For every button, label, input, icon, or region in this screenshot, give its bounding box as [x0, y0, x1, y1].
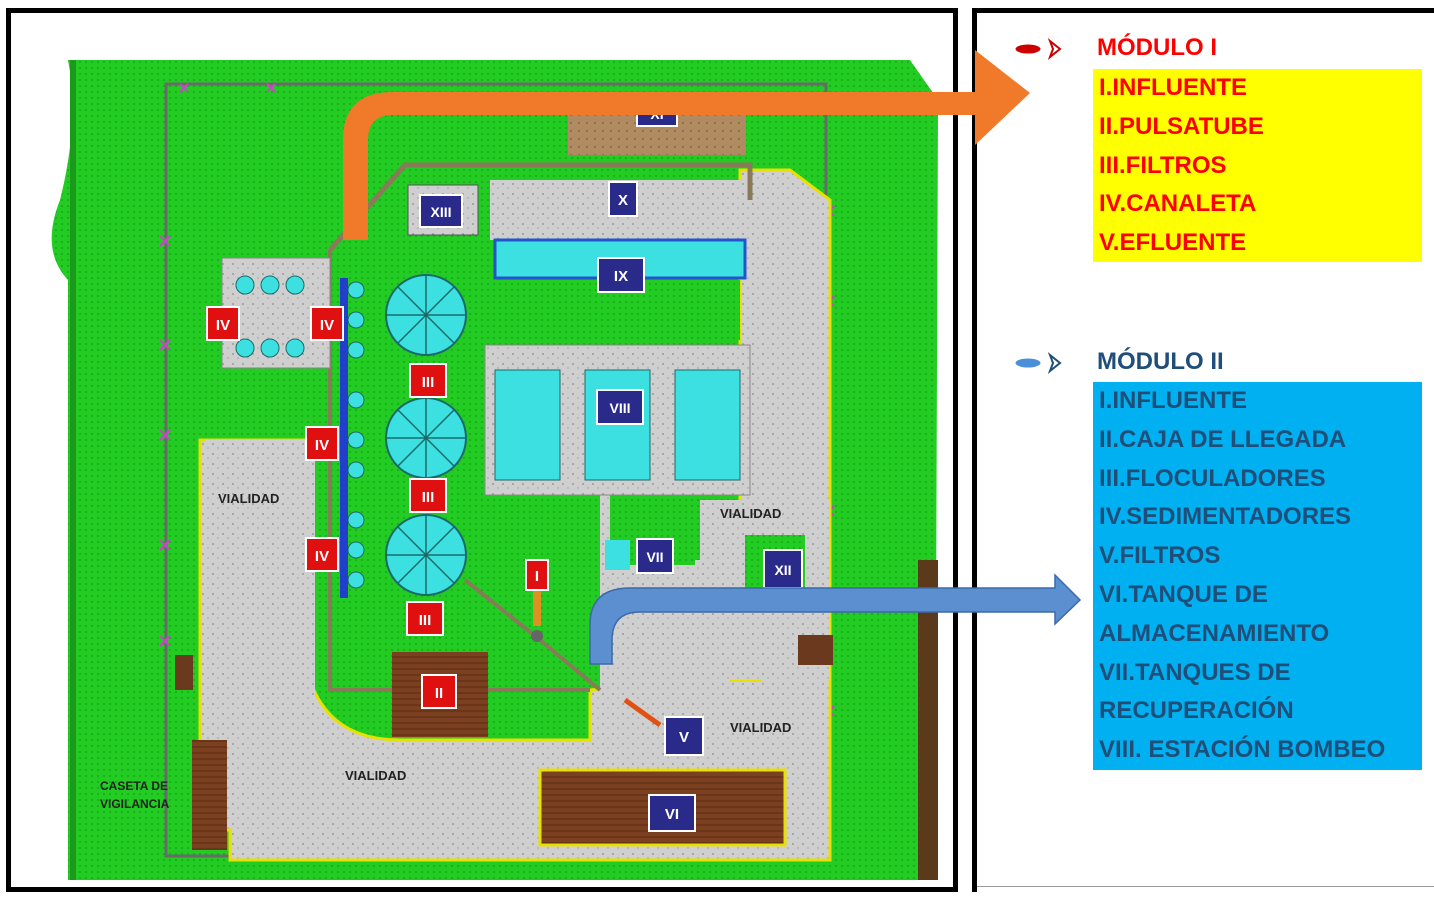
label-vii: VII [636, 538, 674, 574]
label-v: V [664, 716, 704, 756]
label-iv-b: IV [310, 306, 344, 341]
svg-text:III: III [422, 374, 435, 391]
label-iv-d: IV [305, 537, 339, 572]
clarifier-tanks [385, 274, 467, 596]
module-ii-item: VI.TANQUE DE [1099, 580, 1268, 608]
guard-booth-label: CASETA DE VIGILANCIA [100, 779, 170, 811]
label-iv-c: IV [305, 426, 339, 461]
module-i-item: IV.CANALETA [1099, 190, 1257, 218]
svg-text:III: III [419, 612, 432, 629]
module-ii-item: RECUPERACIÓN [1099, 697, 1294, 725]
svg-text:IV: IV [315, 548, 329, 565]
label-i: I [525, 559, 549, 591]
module-ii-list: I.INFLUENTE II.CAJA DE LLEGADA III.FLOCU… [1093, 382, 1422, 770]
module-ii-bullet-icon [1014, 352, 1062, 374]
svg-text:VIII: VIII [609, 400, 630, 416]
module-ii-item: II.CAJA DE LLEGADA [1099, 425, 1347, 453]
label-x: X [608, 181, 638, 217]
label-iii-b: III [409, 478, 447, 513]
module-i-list: I.INFLUENTE II.PULSATUBE III.FILTROS IV.… [1093, 69, 1422, 262]
svg-text:VIALIDAD: VIALIDAD [345, 768, 406, 783]
svg-text:IX: IX [614, 268, 628, 285]
label-viii: VIII [596, 389, 644, 425]
svg-text:VI: VI [665, 806, 679, 823]
svg-text:IV: IV [315, 437, 329, 454]
svg-text:IV: IV [320, 317, 334, 334]
module-ii-arrow [589, 573, 1082, 665]
module-ii-item: III.FLOCULADORES [1099, 464, 1326, 492]
label-ii: II [421, 674, 457, 709]
module-i-arrow [343, 50, 1030, 240]
module-ii-item: V.FILTROS [1099, 542, 1221, 570]
sedimentation-tanks [494, 369, 741, 481]
module-i-item: II.PULSATUBE [1099, 112, 1264, 140]
label-vi: VI [648, 794, 696, 832]
module-i-item: I.INFLUENTE [1099, 74, 1247, 101]
module-i-bullet-icon [1014, 38, 1062, 60]
label-iii-c: III [406, 601, 444, 636]
label-xiii: XIII [419, 194, 463, 228]
svg-text:VII: VII [646, 549, 663, 565]
label-iii-a: III [409, 363, 447, 398]
legend-frame-bottom [977, 886, 1434, 887]
svg-text:III: III [422, 489, 435, 506]
guard-booth [192, 740, 227, 850]
module-ii-item: I.INFLUENTE [1099, 387, 1247, 414]
module-ii-title: MÓDULO II [1097, 348, 1224, 375]
module-i-item: V.EFLUENTE [1099, 229, 1247, 257]
svg-text:XII: XII [774, 562, 791, 578]
svg-text:VIALIDAD: VIALIDAD [730, 720, 791, 735]
module-ii-item: VIII. ESTACIÓN BOMBEO [1099, 736, 1386, 764]
module-i-title: MÓDULO I [1097, 34, 1217, 61]
svg-text:CASETA DE: CASETA DE [100, 779, 168, 793]
svg-text:VIALIDAD: VIALIDAD [218, 491, 279, 506]
road-labels: VIALIDAD VIALIDAD VIALIDAD VIALIDAD [218, 491, 791, 783]
svg-text:V: V [679, 729, 689, 746]
module-ii-item: IV.SEDIMENTADORES [1099, 503, 1352, 531]
module-i-labels: IV IV IV IV III III III II I [206, 306, 549, 709]
svg-text:X: X [618, 192, 628, 209]
label-xii: XII [763, 549, 803, 589]
label-iv-a: IV [206, 306, 240, 341]
svg-text:VIALIDAD: VIALIDAD [720, 506, 781, 521]
svg-text:XIII: XIII [430, 204, 451, 220]
svg-text:IV: IV [216, 317, 230, 334]
svg-text:II: II [435, 685, 443, 702]
module-ii-item: VII.TANQUES DE [1099, 658, 1291, 686]
svg-text:I: I [535, 568, 539, 585]
svg-text:VIGILANCIA: VIGILANCIA [100, 797, 170, 811]
module-i-item: III.FILTROS [1099, 151, 1227, 179]
label-ix: IX [597, 257, 645, 293]
module-ii-item: ALMACENAMIENTO [1099, 619, 1330, 647]
